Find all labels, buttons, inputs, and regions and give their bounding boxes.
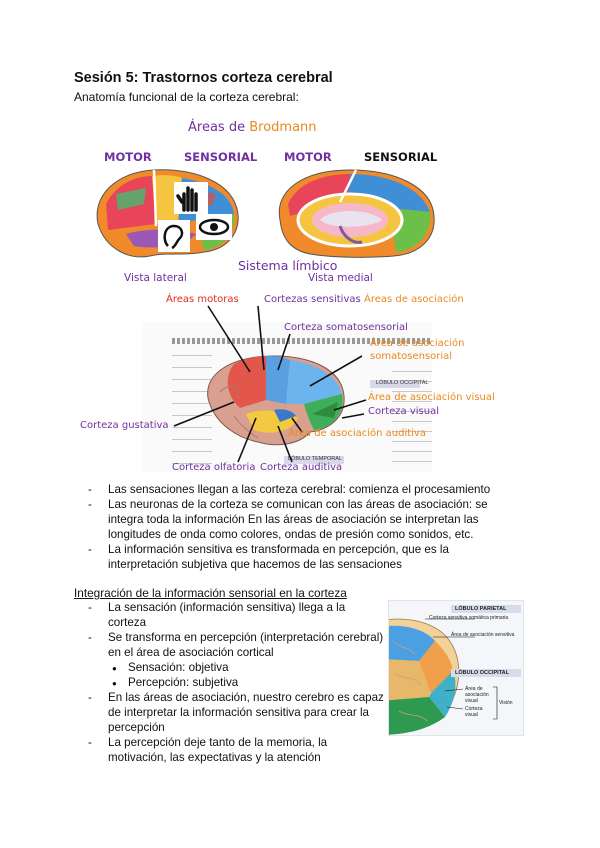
vista-medial-label: Vista medial (308, 272, 373, 284)
list-item: La percepción deje tanto de la memoria, … (88, 735, 384, 765)
page-subtitle: Anatomía funcional de la corteza cerebra… (74, 90, 299, 104)
corteza-visual-label: Corteza visual (368, 406, 439, 417)
sub-list-item: Percepción: subjetiva (112, 675, 384, 691)
sensation-bullet-list: Las sensaciones llegan a las corteza cer… (88, 482, 518, 572)
lobulo-parietal-tag: LÓBULO PARIETAL (455, 606, 507, 612)
area-asoc-visual-line-3: visual (465, 698, 478, 704)
brodmann-heading-part1: Áreas de (188, 120, 246, 135)
corteza-sensitiva-primaria-label: Corteza sensitiva somática primaria (429, 615, 509, 621)
area-asoc-sensitiva-label: Área de asociación sensitiva (451, 632, 515, 638)
corteza-auditiva-label: Corteza auditiva (260, 462, 343, 473)
corteza-olfatoria-label: Corteza olfatoria (172, 462, 256, 473)
brodmann-heading-part2: Brodmann (249, 120, 317, 135)
corteza-visual-small-label: Corteza visual (465, 706, 483, 718)
label-pointer-lines (173, 305, 367, 463)
corteza-visual-line-1: Corteza (465, 706, 483, 712)
list-item: En las áreas de asociación, nuestro cere… (88, 690, 384, 735)
sub-list-item: Sensación: objetiva (112, 660, 384, 676)
brodmann-figure: Áreas de Brodmann MOTOR SENSORIAL MOTOR … (80, 112, 460, 292)
area-asoc-somatosensorial-label-1: Área de asociación (370, 338, 465, 349)
section-heading-integration: Integración de la información sensorial … (74, 586, 347, 600)
corteza-visual-line-2: visual (465, 712, 478, 718)
page-title: Sesión 5: Trastornos corteza cerebral (74, 70, 333, 86)
brodmann-heading: Áreas de Brodmann (188, 120, 317, 135)
motor-label-left: MOTOR (104, 150, 152, 164)
area-asoc-visual-line-2: asociación (465, 692, 489, 698)
lobulo-temporal-tag: LÓBULO TEMPORAL (288, 456, 342, 462)
areas-motoras-label: Áreas motoras (166, 294, 239, 305)
parietal-occipital-figure: LÓBULO PARIETAL Corteza sensitiva somáti… (388, 600, 524, 736)
list-item: La información sensitiva es transformada… (88, 542, 518, 572)
corteza-somatosensorial-label: Corteza somatosensorial (284, 322, 408, 333)
area-asoc-visual-line-1: Área de (465, 686, 483, 692)
vista-lateral-label: Vista lateral (124, 272, 187, 284)
area-asoc-somatosensorial-label-2: somatosensorial (370, 351, 453, 362)
list-item: La sensación (información sensitiva) lle… (88, 600, 384, 630)
list-item: Las neuronas de la corteza se comunican … (88, 497, 518, 542)
functional-areas-figure: LÓBULO OCCIPITAL LÓBULO TEMPORAL Ár (80, 290, 495, 480)
medial-brain-image (278, 169, 435, 258)
parietal-occipital-brain-image (389, 605, 521, 735)
sistema-limbico-label: Sistema límbico (238, 258, 338, 273)
motor-label-right: MOTOR (284, 150, 332, 164)
list-item: Las sensaciones llegan a las corteza cer… (88, 482, 518, 497)
sensorial-label-left: SENSORIAL (184, 150, 258, 164)
functional-brain-image (207, 355, 345, 446)
integration-bullet-list: La sensación (información sensitiva) lle… (88, 600, 384, 765)
lobulo-occipital-tag-small: LÓBULO OCCIPITAL (455, 670, 509, 676)
list-item: Se transforma en percepción (interpretac… (88, 630, 384, 660)
cortezas-sensitivas-label: Cortezas sensitivas (264, 294, 361, 305)
area-asoc-visual-small-label: Área de asociación visual (465, 686, 489, 704)
areas-asociacion-label: Áreas de asociación (364, 294, 464, 305)
corteza-gustativa-label: Corteza gustativa (80, 420, 169, 431)
lateral-brain-image (96, 169, 239, 258)
lobulo-occipital-tag: LÓBULO OCCIPITAL (376, 380, 429, 386)
sensorial-label-right: SENSORIAL (364, 150, 438, 164)
area-asoc-auditiva-label: Área de asociación auditiva (288, 428, 426, 439)
vision-label: Visión (499, 700, 513, 706)
area-asoc-visual-label: Área de asociación visual (368, 392, 495, 403)
